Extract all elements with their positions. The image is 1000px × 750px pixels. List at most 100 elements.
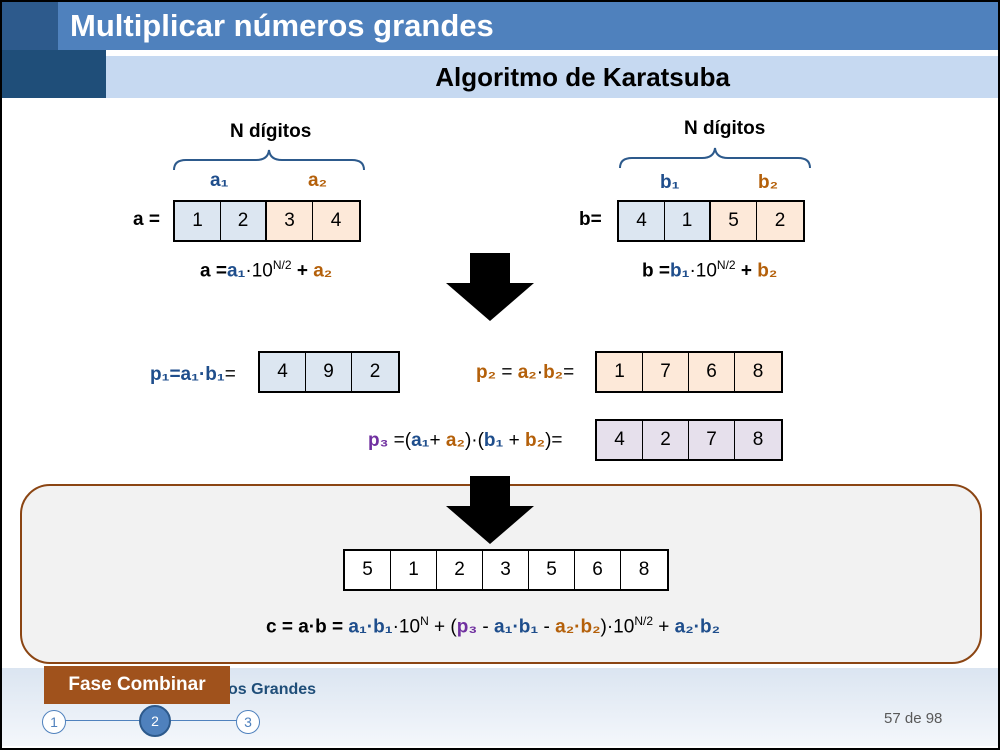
- p3-label: p₃ =(a₁+ a₂)·(b₁ + b₂)=: [368, 430, 563, 452]
- p3-open1: =(: [388, 430, 412, 451]
- b-ndigits-label: N dígitos: [684, 118, 766, 139]
- p3-b2: b₂: [525, 430, 546, 451]
- p2-digit: 6: [689, 353, 735, 391]
- a-brace-icon: [173, 149, 365, 171]
- p2-dot: ·: [536, 362, 544, 383]
- rf-close: )·10: [600, 616, 635, 638]
- rf-minus1: -: [477, 616, 495, 638]
- p3-b1: b₁: [483, 430, 504, 451]
- a-formula-plus: +: [291, 260, 314, 282]
- result-digit: 5: [529, 551, 575, 589]
- b-digit: 1: [665, 202, 711, 240]
- p1-equals: =: [224, 364, 236, 385]
- a-digit: 4: [313, 202, 359, 240]
- p3-plus1: +: [429, 430, 446, 451]
- b-formula-pow: ·10: [689, 260, 717, 282]
- a-formula-pow: ·10: [245, 260, 273, 282]
- p2-label: p₂ = a₂·b₂=: [476, 362, 574, 384]
- rf-expN2: N/2: [634, 614, 653, 628]
- b-digits-box: 4 1 5 2: [617, 200, 805, 242]
- b-brace-icon: [619, 147, 811, 169]
- a-digit: 1: [175, 202, 221, 240]
- rf-expN: N: [420, 614, 429, 628]
- result-formula: c = a·b = a₁·b₁·10N + (p₃ - a₁·b₁ - a₂·b…: [266, 614, 720, 638]
- b1-label: b₁: [660, 172, 680, 193]
- phase-badge: Fase Combinar: [44, 666, 230, 704]
- b-formula: b =b₁·10N/2 + b₂: [642, 258, 777, 282]
- result-digit: 5: [345, 551, 391, 589]
- result-digit: 2: [437, 551, 483, 589]
- a-equals-label: a =: [133, 209, 160, 230]
- result-digit: 6: [575, 551, 621, 589]
- page-number: 57 de 98: [884, 710, 943, 727]
- a2-label: a₂: [308, 170, 328, 191]
- a-ndigits-label: N dígitos: [230, 121, 312, 142]
- step-1[interactable]: 1: [42, 710, 66, 734]
- p3-a2: a₂: [445, 430, 465, 451]
- a-formula-a2: a₂: [313, 260, 333, 282]
- p2-digits-box: 1 7 6 8: [595, 351, 783, 393]
- result-digit: 8: [621, 551, 667, 589]
- p2-eq: =: [496, 362, 518, 383]
- p3-close: )=: [545, 430, 563, 451]
- p3-mid: )·(: [464, 430, 484, 451]
- a-formula: a =a₁·10N/2 + a₂: [200, 258, 332, 282]
- p2-digit: 7: [643, 353, 689, 391]
- p1-digits-box: 4 9 2: [258, 351, 400, 393]
- b-formula-plus: +: [735, 260, 758, 282]
- p2-digit: 1: [597, 353, 643, 391]
- rf-pow10: ·10: [392, 616, 421, 638]
- p1-digit: 4: [260, 353, 306, 391]
- rf-minus2: -: [538, 616, 556, 638]
- down-arrow-icon: [446, 476, 534, 544]
- p3-plus2: +: [503, 430, 526, 451]
- rf-a1b1: a₁·b₁: [348, 616, 393, 638]
- a-formula-exp: N/2: [272, 258, 292, 272]
- rf-p3: p₃: [456, 616, 478, 638]
- p1-formula: p₁=a₁·b₁: [150, 364, 225, 385]
- p3-digit: 7: [689, 421, 735, 459]
- p1-digit: 2: [352, 353, 398, 391]
- a1-label: a₁: [210, 170, 229, 191]
- b-digit: 5: [711, 202, 757, 240]
- p3-digit: 8: [735, 421, 781, 459]
- p3-digit: 4: [597, 421, 643, 459]
- page-subtitle: Algoritmo de Karatsuba: [106, 56, 998, 98]
- p2-end: =: [563, 362, 575, 383]
- p2-a2: a₂: [517, 362, 537, 383]
- p3-symbol: p₃: [368, 430, 389, 451]
- p2-b2: b₂: [543, 362, 564, 383]
- result-digit: 3: [483, 551, 529, 589]
- b-digit: 2: [757, 202, 803, 240]
- p3-digits-box: 4 2 7 8: [595, 419, 783, 461]
- p3-digit: 2: [643, 421, 689, 459]
- b-formula-b2: b₂: [757, 260, 778, 282]
- rf-c: c = a·b =: [266, 616, 349, 638]
- result-digit: 1: [391, 551, 437, 589]
- a-formula-a1: a₁: [226, 260, 246, 282]
- b2-label: b₂: [758, 172, 779, 193]
- result-digits-box: 5 1 2 3 5 6 8: [343, 549, 669, 591]
- rf-plus: +: [653, 616, 675, 638]
- p1-label: p₁=a₁·b₁=: [150, 364, 236, 386]
- rf-a1b1-2: a₁·b₁: [494, 616, 539, 638]
- step-2[interactable]: 2: [139, 705, 171, 737]
- p1-digit: 9: [306, 353, 352, 391]
- b-formula-lhs: b =: [642, 260, 670, 282]
- a-digit: 2: [221, 202, 267, 240]
- b-equals-label: b=: [579, 209, 602, 230]
- page-title: Multiplicar números grandes: [58, 2, 998, 50]
- rf-plus-open: + (: [428, 616, 457, 638]
- footer-title: os Grandes: [228, 681, 317, 698]
- subheader-accent: [2, 50, 106, 98]
- b-digit: 4: [619, 202, 665, 240]
- step-3[interactable]: 3: [236, 710, 260, 734]
- down-arrow-icon: [446, 253, 534, 321]
- rf-a2b2-2: a₂·b₂: [674, 616, 721, 638]
- p2-symbol: p₂: [476, 362, 497, 383]
- b-formula-b1: b₁: [669, 260, 690, 282]
- a-digits-box: 1 2 3 4: [173, 200, 361, 242]
- header-accent: [2, 2, 58, 50]
- rf-a2b2: a₂·b₂: [555, 616, 601, 638]
